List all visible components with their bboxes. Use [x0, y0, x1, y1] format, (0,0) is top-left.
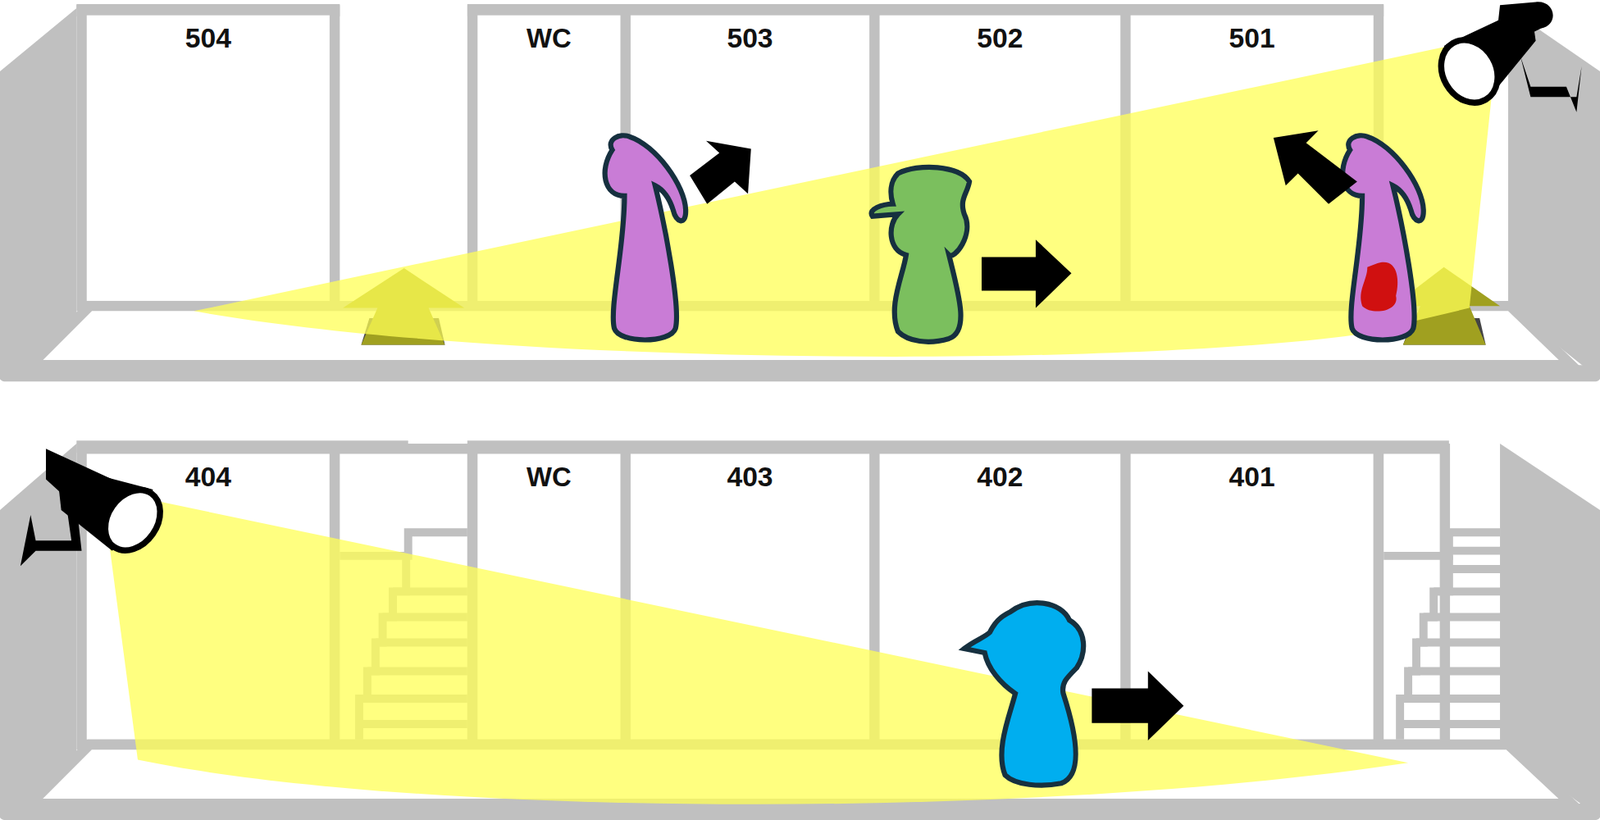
blood-stain [1360, 262, 1398, 312]
room-number: 503 [630, 23, 870, 56]
room-number: 502 [879, 23, 1122, 56]
blue-figure [964, 602, 1084, 785]
security-camera [20, 448, 172, 566]
camera-view [101, 489, 1409, 805]
movement-arrows [689, 130, 1358, 741]
room-number: 404 [86, 461, 330, 494]
room-number: 401 [1130, 461, 1374, 494]
room-door: 502 [879, 15, 1122, 301]
room-door: 501 [1130, 15, 1374, 301]
room-number: 501 [1130, 23, 1374, 56]
room-door: WC [477, 15, 620, 301]
camera-view [193, 36, 1498, 357]
room-number: 504 [86, 23, 330, 56]
room-number: 403 [630, 461, 870, 494]
security-camera [1430, 1, 1582, 113]
room-number: WC [477, 461, 620, 494]
lower-floor [0, 440, 1600, 820]
upper-floor [0, 4, 1600, 382]
room-door: 403 [630, 453, 870, 739]
purple-figure [605, 135, 687, 340]
room-door: 402 [879, 453, 1122, 739]
room-door: WC [477, 453, 620, 739]
room-door: 504 [86, 15, 330, 301]
room-number: 402 [879, 461, 1122, 494]
purple-figure [1342, 135, 1424, 340]
room-number: WC [477, 23, 620, 56]
room-door: 503 [630, 15, 870, 301]
room-door: 401 [1130, 453, 1374, 739]
room-door: 404 [86, 453, 330, 739]
green-figure [871, 167, 970, 342]
